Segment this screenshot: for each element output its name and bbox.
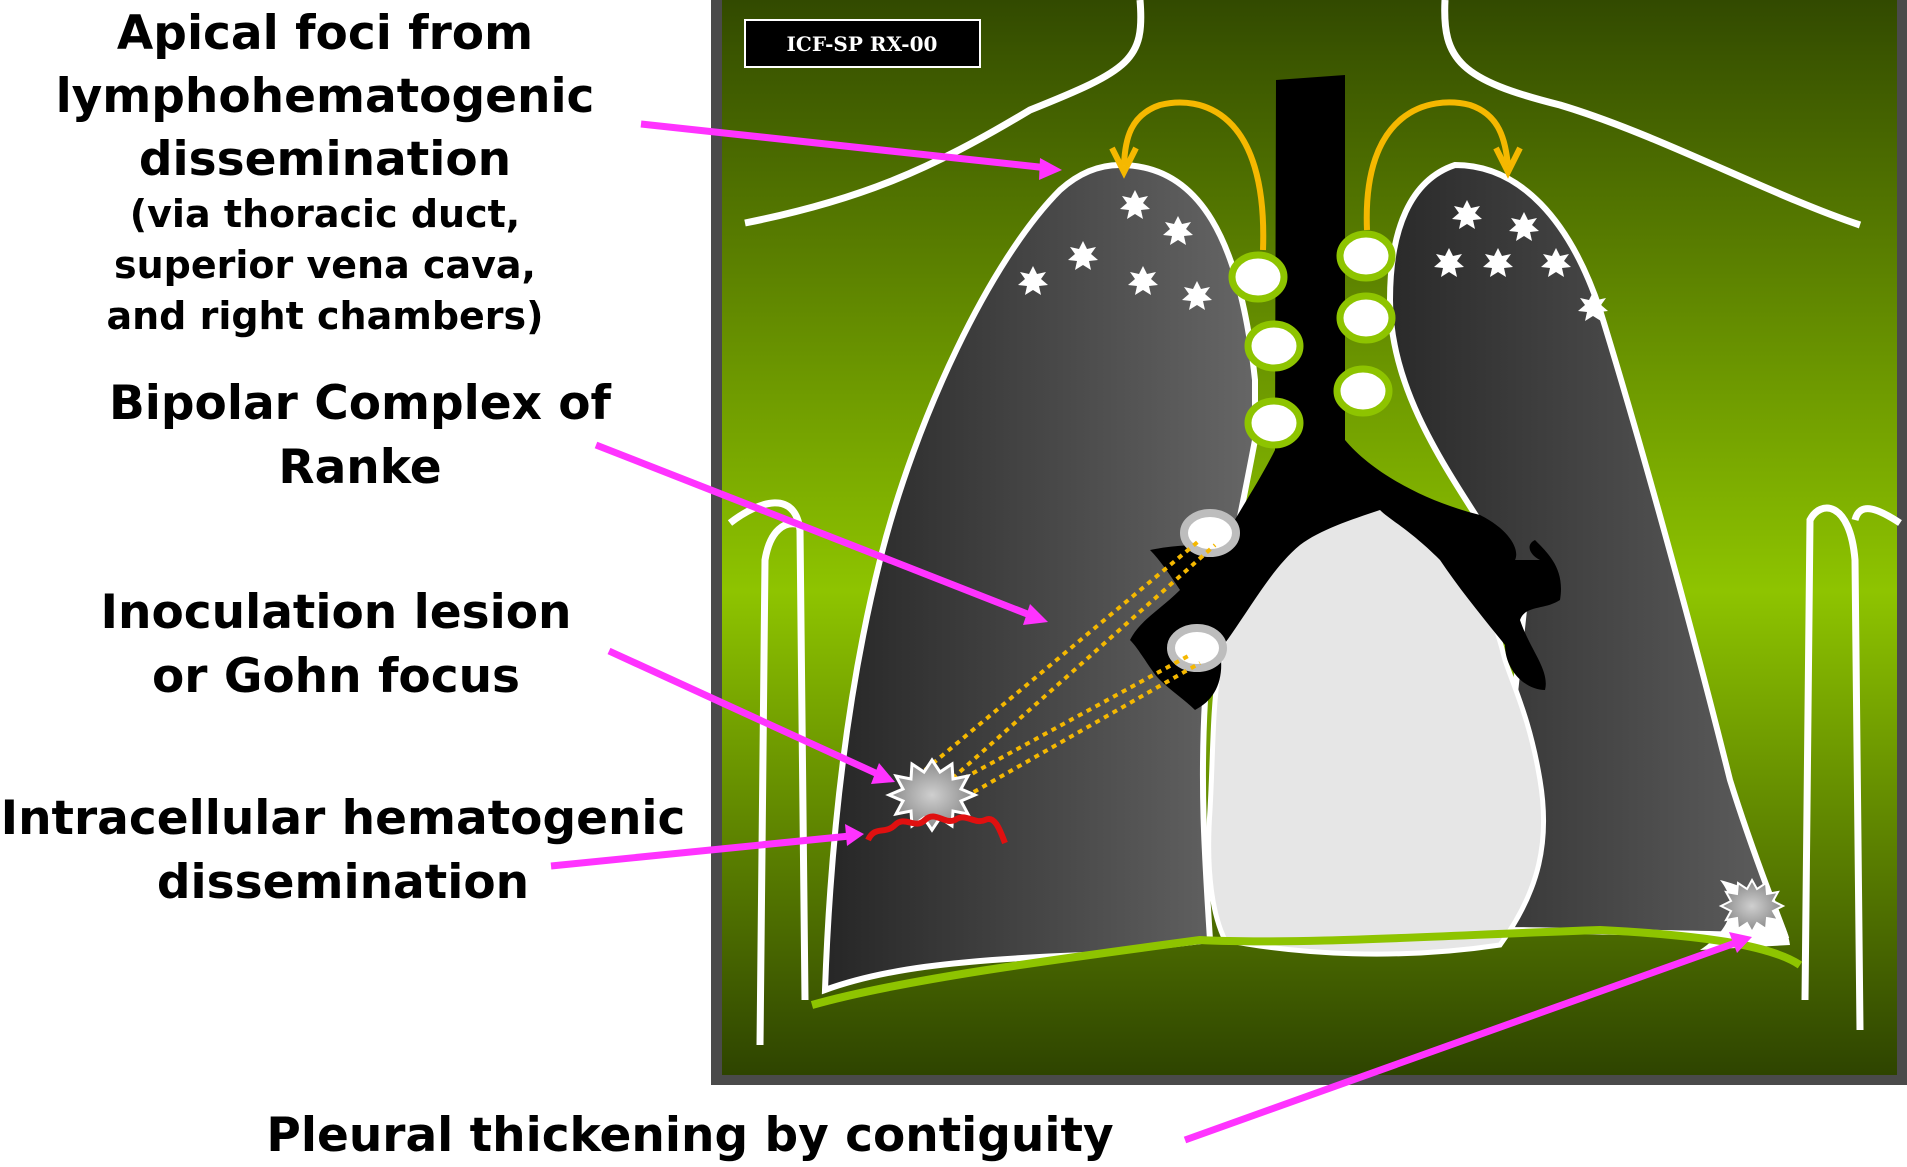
xray-id-tag: ICF-SP RX-00 (745, 20, 980, 67)
xray-id-tag-text: ICF-SP RX-00 (787, 32, 938, 56)
label-apical-line3: dissemination (50, 136, 600, 183)
label-pleural-thickening: Pleural thickening by contiguity (240, 1112, 1140, 1159)
label-apical-line1: Apical foci from (50, 10, 600, 57)
label-inoculation-lesion: Inoculation lesion or Gohn focus (60, 589, 612, 700)
label-inoculation-line1: Inoculation lesion (60, 589, 612, 636)
label-apical-line2: lymphohematogenic (50, 73, 600, 120)
label-ranke-line2: Ranke (60, 444, 660, 491)
label-apical-sub1: (via thoracic duct, (50, 195, 600, 233)
label-inoculation-line2: or Gohn focus (60, 653, 612, 700)
label-ranke-line1: Bipolar Complex of (60, 380, 660, 427)
label-intracellular-line1: Intracellular hematogenic (0, 795, 686, 842)
label-intracellular-line2: dissemination (0, 859, 686, 906)
label-pleural-line1: Pleural thickening by contiguity (240, 1112, 1140, 1159)
label-bipolar-complex: Bipolar Complex of Ranke (60, 380, 660, 491)
label-apical-sub2: superior vena cava, (50, 246, 600, 284)
label-intracellular-dissemination: Intracellular hematogenic dissemination (0, 795, 686, 906)
label-apical-sub3: and right chambers) (50, 297, 600, 335)
label-apical-foci: Apical foci from lymphohematogenic disse… (50, 10, 600, 335)
